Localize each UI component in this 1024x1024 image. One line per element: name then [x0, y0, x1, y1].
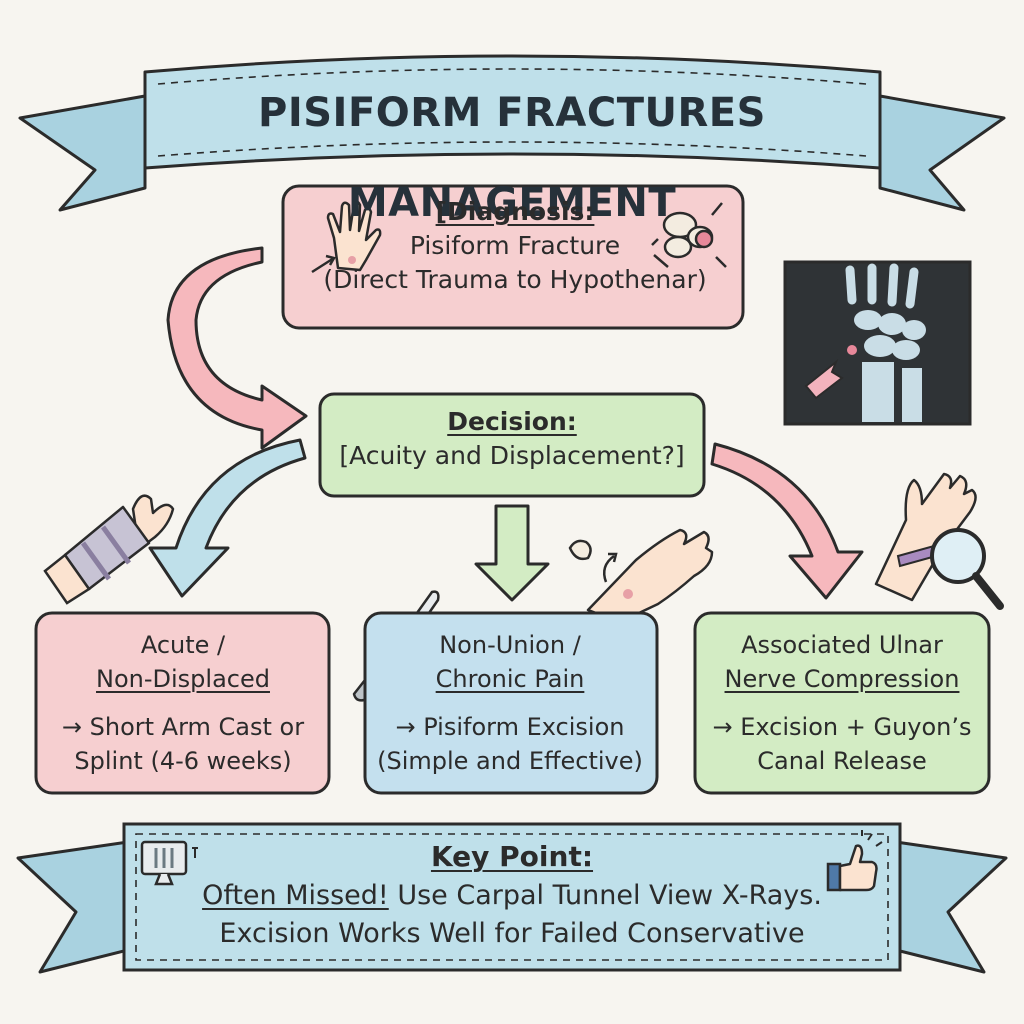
option-title-line2: Non-Displaced: [96, 665, 270, 693]
option-acute: Acute / Non-Displaced → Short Arm Cast o…: [38, 628, 328, 778]
key-point-line2: Excision Works Well for Failed Conservat…: [219, 918, 805, 949]
option-action-line1: → Excision + Guyon’s: [712, 713, 972, 741]
magnifier-icon: [874, 472, 1004, 610]
option-action-line2: Canal Release: [757, 747, 927, 775]
option-title-line1: Associated Ulnar: [741, 631, 943, 659]
key-point-ribbon: [16, 822, 1008, 974]
option-ulnar: Associated Ulnar Nerve Compression → Exc…: [697, 628, 987, 778]
option-action-line1: → Short Arm Cast or: [61, 713, 305, 741]
nonunion-box: [363, 611, 659, 795]
option-title-line2: Chronic Pain: [435, 665, 585, 693]
option-title-line1: Non-Union /: [439, 631, 581, 659]
page-title: PISIFORM FRACTURES MANAGEMENT: [258, 90, 766, 226]
key-point-heading: Key Point:: [430, 840, 594, 873]
key-point-line1: Use Carpal Tunnel View X-Rays.: [388, 880, 822, 911]
key-point-text: Key Point: Often Missed! Use Carpal Tunn…: [150, 838, 874, 953]
diagnosis-heading: [Diagnosis:: [435, 197, 595, 226]
ulnar-box: [693, 611, 991, 795]
carpal-bones-icon: [651, 202, 727, 268]
option-action-line2: Splint (4-6 weeks): [74, 747, 292, 775]
option-title-line1: Acute /: [140, 631, 226, 659]
hand-icon: [311, 200, 382, 274]
option-action-line1: → Pisiform Excision: [395, 713, 625, 741]
arrow-diagnosis-to-decision: [166, 246, 308, 450]
monitor-xray-icon: [140, 840, 198, 886]
acute-box: [34, 611, 331, 795]
decision-text: Decision: [Acuity and Displacement?]: [322, 405, 702, 473]
arrow-to-nonunion: [474, 504, 550, 602]
xray-image: [783, 260, 972, 426]
diagnosis-line1: Pisiform Fracture: [409, 231, 621, 260]
option-nonunion: Non-Union / Chronic Pain → Pisiform Exci…: [365, 628, 655, 778]
decision-line1: [Acuity and Displacement?]: [339, 441, 685, 470]
wrist-splint-icon: [43, 494, 175, 605]
arrow-to-acute: [148, 438, 307, 598]
diagnosis-text: [Diagnosis: Pisiform Fracture (Direct Tr…: [285, 195, 745, 297]
title-ribbon: [18, 54, 1006, 212]
thumbs-up-icon: [826, 830, 883, 892]
option-action-line2: (Simple and Effective): [377, 747, 643, 775]
decision-heading: Decision:: [447, 407, 577, 436]
diagnosis-line2: (Direct Trauma to Hypothenar): [323, 265, 707, 294]
key-point-emphasis: Often Missed!: [202, 880, 389, 911]
pisiform-removal-icon: [568, 528, 714, 624]
diagnosis-box: [281, 184, 745, 330]
decision-box: [318, 392, 706, 498]
arrow-to-ulnar: [710, 442, 864, 600]
option-title-line2: Nerve Compression: [724, 665, 960, 693]
